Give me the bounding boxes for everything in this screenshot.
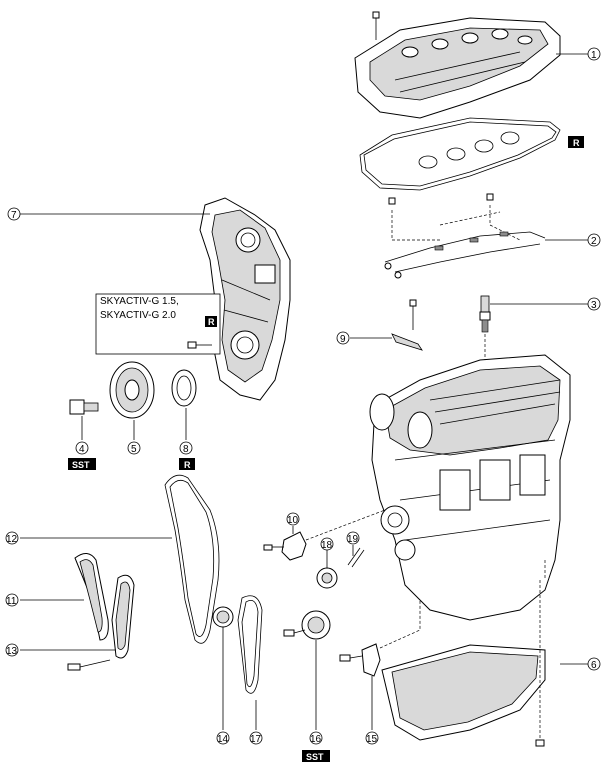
callout-3: 3 — [587, 297, 601, 311]
callout-6: 6 — [587, 657, 601, 671]
chain-guide — [74, 553, 109, 641]
badge-r-gasket-label: R — [573, 138, 580, 148]
badge-r-gasket: R — [568, 136, 584, 148]
callout-8: 8 — [179, 441, 193, 455]
callout-2: 2 — [587, 233, 601, 247]
callout-11: 11 — [5, 593, 19, 607]
leader-lines — [20, 53, 588, 665]
front-oil-seal — [171, 369, 197, 440]
variant-note-box: SKYACTIV-G 1.5, SKYACTIV-G 2.0 R — [95, 293, 221, 355]
crankshaft-pulley — [109, 361, 155, 440]
callout-13-label: 13 — [6, 646, 18, 657]
callout-7: 7 — [7, 207, 21, 221]
callout-3-label: 3 — [591, 300, 597, 311]
badge-r-8: R — [179, 458, 195, 470]
callout-9: 9 — [336, 331, 350, 345]
callout-1: 1 — [587, 47, 601, 61]
callout-16-label: 16 — [310, 734, 322, 745]
callout-18: 18 — [320, 537, 334, 551]
callout-11-label: 11 — [6, 596, 17, 607]
callout-9-label: 9 — [340, 334, 346, 345]
crankshaft-pulley-bolt — [69, 399, 99, 440]
callout-4-label: 4 — [79, 444, 85, 455]
badge-r-8-label: R — [184, 460, 191, 470]
cylinder-head-cover — [354, 11, 561, 119]
badge-sst-4: SST — [68, 458, 96, 470]
callout-19: 19 — [346, 531, 360, 545]
cover-gasket — [359, 117, 561, 191]
badge-sst-4-label: SST — [72, 460, 90, 470]
badge-r-note: R — [208, 317, 215, 327]
callout-15-label: 15 — [366, 734, 378, 745]
shaft-pin — [347, 547, 365, 568]
oil-pump-chain — [237, 595, 263, 730]
callout-14: 14 — [216, 731, 230, 745]
engine-assembly — [369, 354, 571, 621]
oil-pan — [381, 560, 546, 747]
chain-guide-bracket — [391, 299, 423, 351]
callout-18-label: 18 — [321, 540, 333, 551]
ignition-coil-seal-set — [384, 193, 546, 279]
callout-15: 15 — [365, 731, 379, 745]
timing-chain-cover — [199, 197, 291, 401]
tensioner-arm — [67, 574, 135, 671]
callout-5: 5 — [127, 441, 141, 455]
callout-12-label: 12 — [6, 534, 18, 545]
callout-10-label: 10 — [287, 515, 299, 526]
idler-sprocket — [316, 567, 338, 589]
crankshaft-sprocket — [212, 606, 234, 730]
callout-14-label: 14 — [217, 734, 229, 745]
callout-8-label: 8 — [183, 444, 189, 455]
badge-sst-16: SST — [302, 750, 330, 762]
callout-1-label: 1 — [591, 50, 597, 61]
callout-19-label: 19 — [347, 534, 359, 545]
callout-17-label: 17 — [250, 734, 262, 745]
callout-17: 17 — [249, 731, 263, 745]
callout-7-label: 7 — [11, 210, 17, 221]
variant-note-line1: SKYACTIV-G 1.5, — [100, 296, 179, 307]
callout-13: 13 — [5, 643, 19, 657]
chain-tensioner — [263, 509, 386, 561]
badge-sst-16-label: SST — [306, 752, 324, 762]
callout-5-label: 5 — [131, 444, 137, 455]
callout-12: 12 — [5, 531, 19, 545]
callout-4: 4 — [75, 441, 89, 455]
callout-2-label: 2 — [591, 236, 597, 247]
callout-16: 16 — [309, 731, 323, 745]
variant-note-line2: SKYACTIV-G 2.0 — [100, 310, 176, 321]
callout-10: 10 — [286, 512, 300, 526]
oil-pump-sprocket — [283, 610, 331, 730]
timing-chain — [164, 474, 220, 644]
callout-6-label: 6 — [591, 660, 597, 671]
oil-strainer — [339, 600, 421, 730]
